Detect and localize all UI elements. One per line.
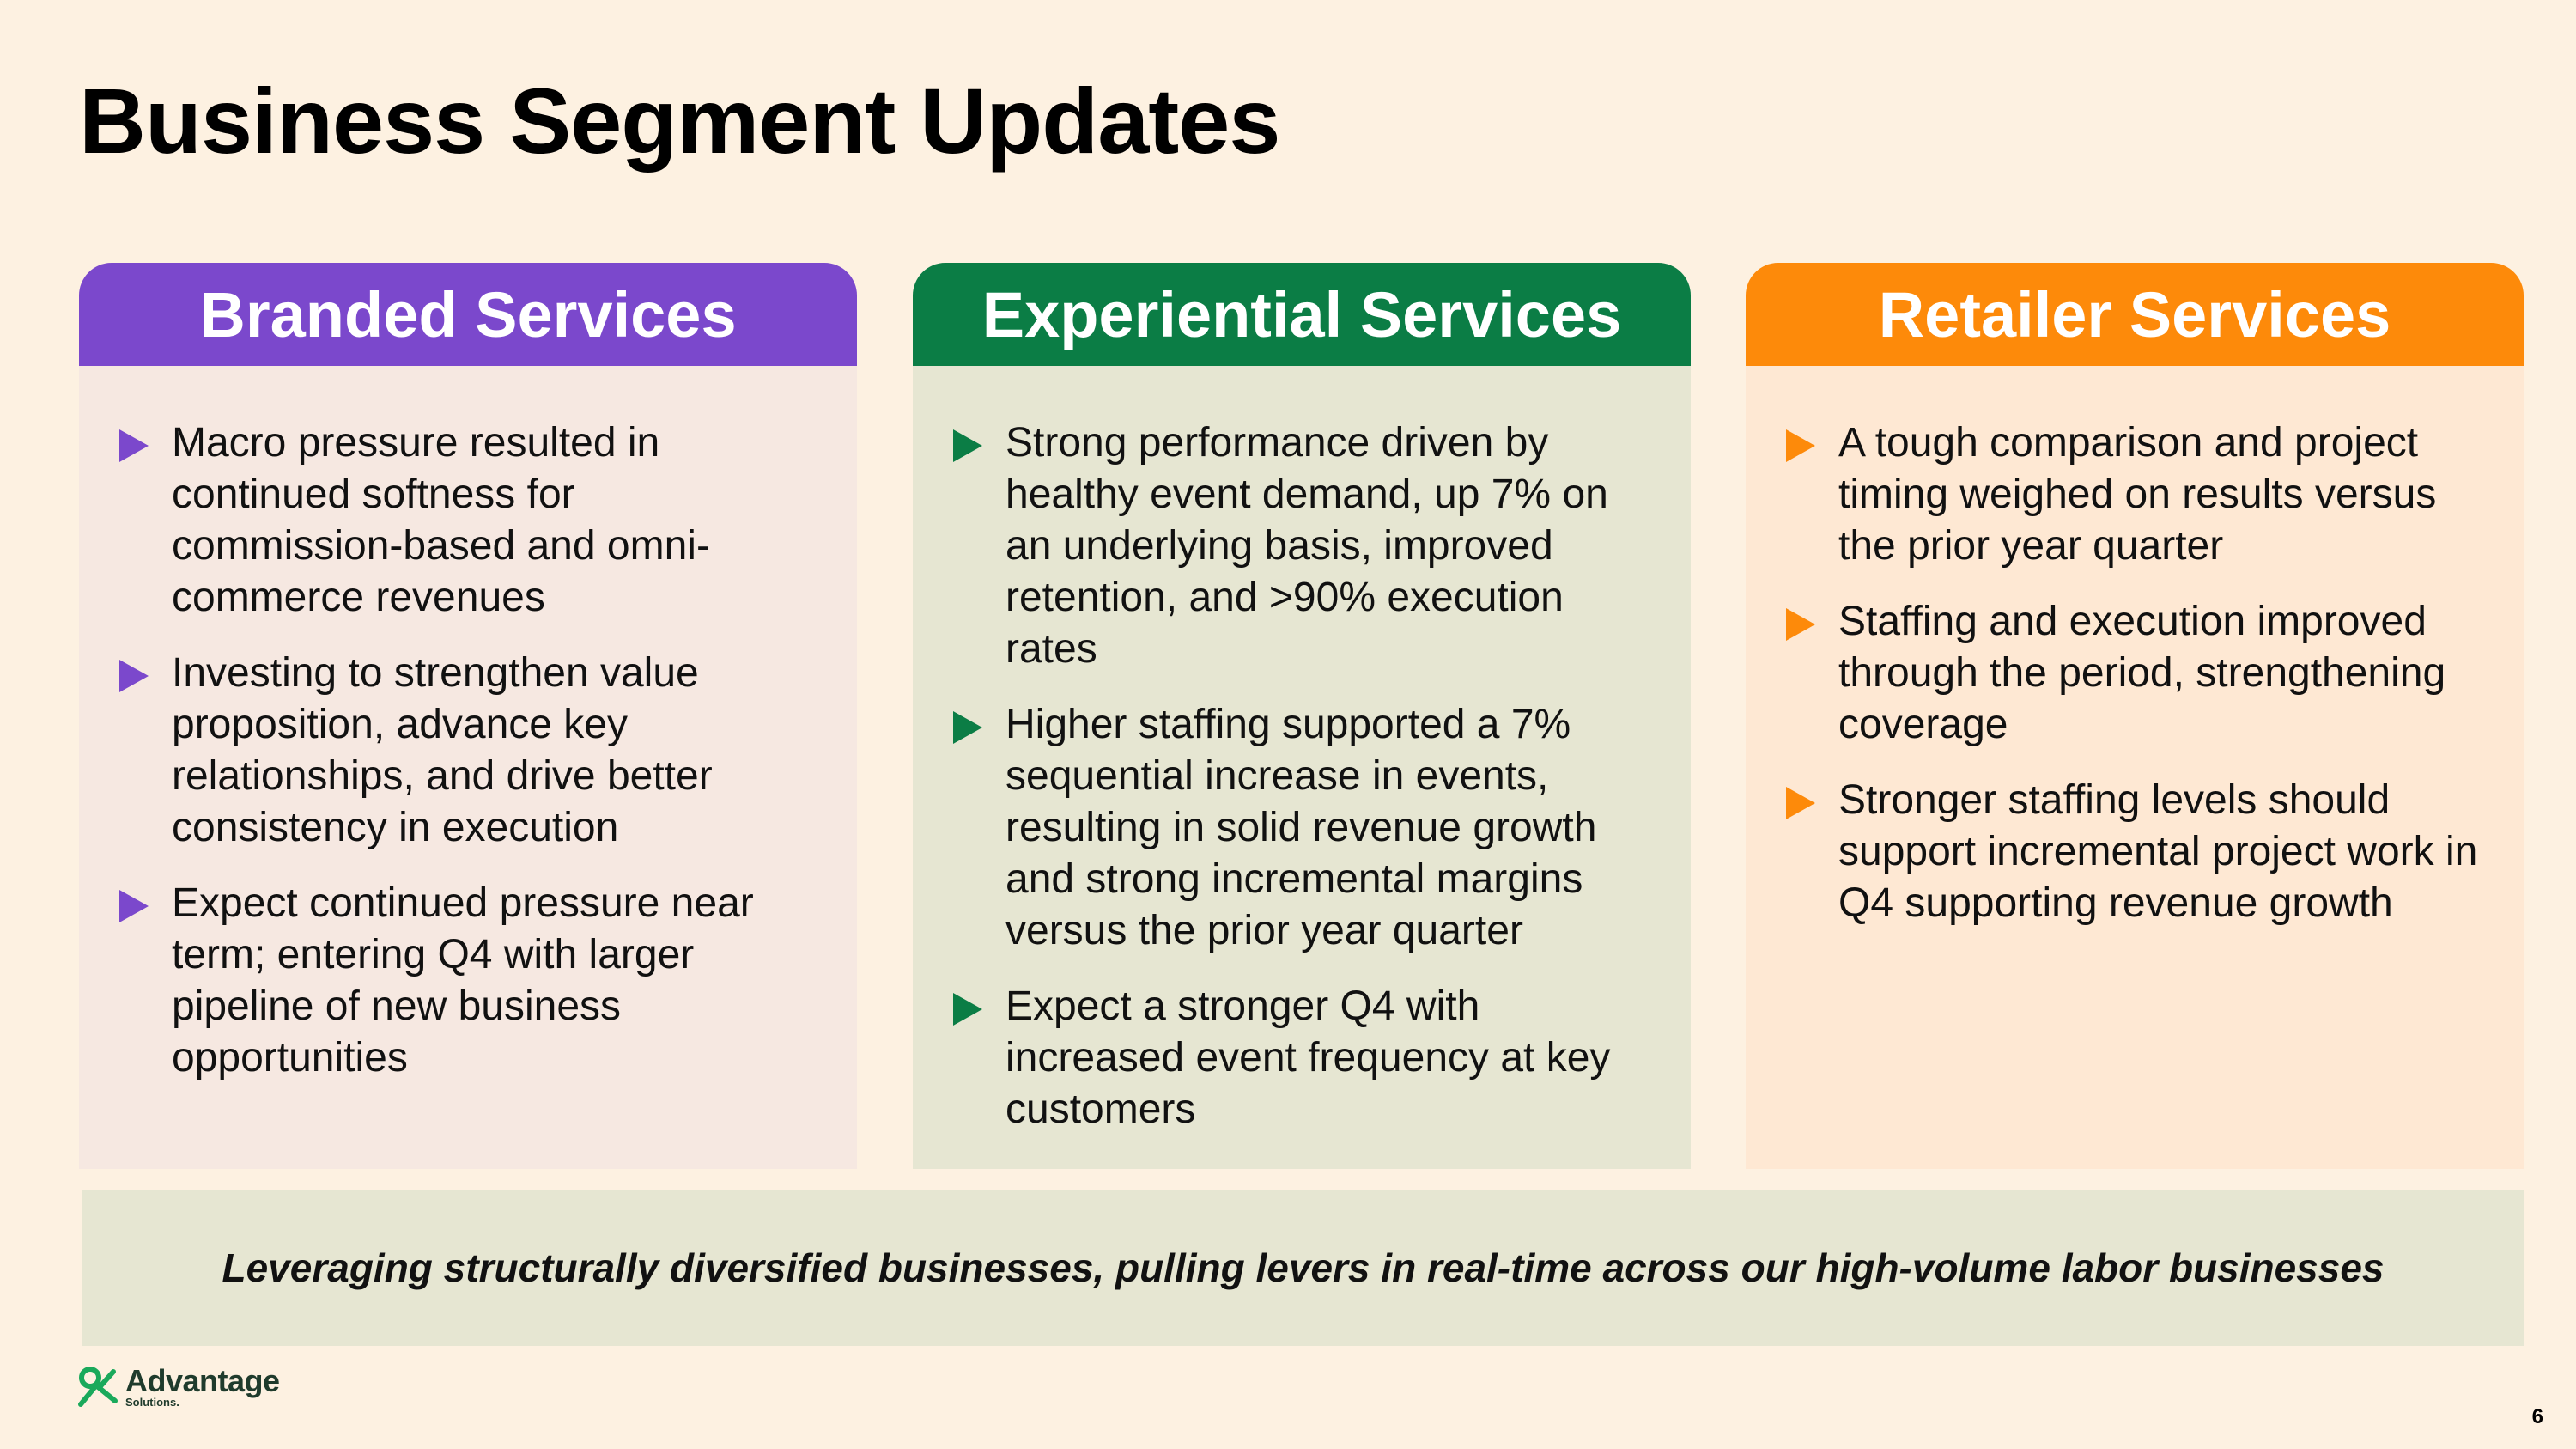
arrow-right-icon xyxy=(951,711,985,744)
bullet-item: Macro pressure resulted in continued sof… xyxy=(117,417,814,624)
bullet-item: Strong performance driven by healthy eve… xyxy=(951,417,1648,675)
summary-banner: Leveraging structurally diversified busi… xyxy=(82,1190,2524,1346)
page-number: 6 xyxy=(2531,1405,2543,1428)
card-experiential-services: Experiential Services Strong performance… xyxy=(913,263,1691,1169)
logo-subtitle: Solutions. xyxy=(125,1396,179,1409)
bullet-item: Higher staffing supported a 7% sequentia… xyxy=(951,699,1648,957)
arrow-right-icon xyxy=(1783,429,1818,462)
advantage-logo: Advantage Solutions. xyxy=(76,1366,280,1409)
logo-name: Advantage xyxy=(125,1363,280,1398)
advantage-logo-icon xyxy=(78,1367,118,1407)
card-heading: Branded Services xyxy=(199,278,737,350)
arrow-right-icon xyxy=(951,429,985,462)
arrow-right-icon xyxy=(117,429,151,462)
card-body: Strong performance driven by healthy eve… xyxy=(913,366,1691,1169)
card-header: Retailer Services xyxy=(1746,263,2524,366)
arrow-right-icon xyxy=(117,890,151,922)
card-body: Macro pressure resulted in continued sof… xyxy=(79,366,857,1169)
bullet-item: Stronger staffing levels should support … xyxy=(1783,775,2481,929)
arrow-right-icon xyxy=(117,660,151,692)
card-branded-services: Branded Services Macro pressure resulted… xyxy=(79,263,857,1169)
arrow-right-icon xyxy=(1783,608,1818,641)
card-header: Branded Services xyxy=(79,263,857,366)
bullet-item: Investing to strengthen value propositio… xyxy=(117,648,814,854)
bullet-item: Expect continued pressure near term; ent… xyxy=(117,878,814,1084)
summary-banner-text: Leveraging structurally diversified busi… xyxy=(222,1245,2385,1290)
arrow-right-icon xyxy=(951,993,985,1026)
bullet-item: A tough comparison and project timing we… xyxy=(1783,417,2481,572)
card-heading: Experiential Services xyxy=(981,278,1622,350)
bullet-item: Staffing and execution improved through … xyxy=(1783,596,2481,751)
arrow-right-icon xyxy=(1783,787,1818,819)
slide-title: Business Segment Updates xyxy=(79,69,1280,173)
card-body: A tough comparison and project timing we… xyxy=(1746,366,2524,1169)
card-header: Experiential Services xyxy=(913,263,1691,366)
card-heading: Retailer Services xyxy=(1878,278,2391,350)
bullet-item: Expect a stronger Q4 with increased even… xyxy=(951,981,1648,1135)
card-retailer-services: Retailer Services A tough comparison and… xyxy=(1746,263,2524,1169)
